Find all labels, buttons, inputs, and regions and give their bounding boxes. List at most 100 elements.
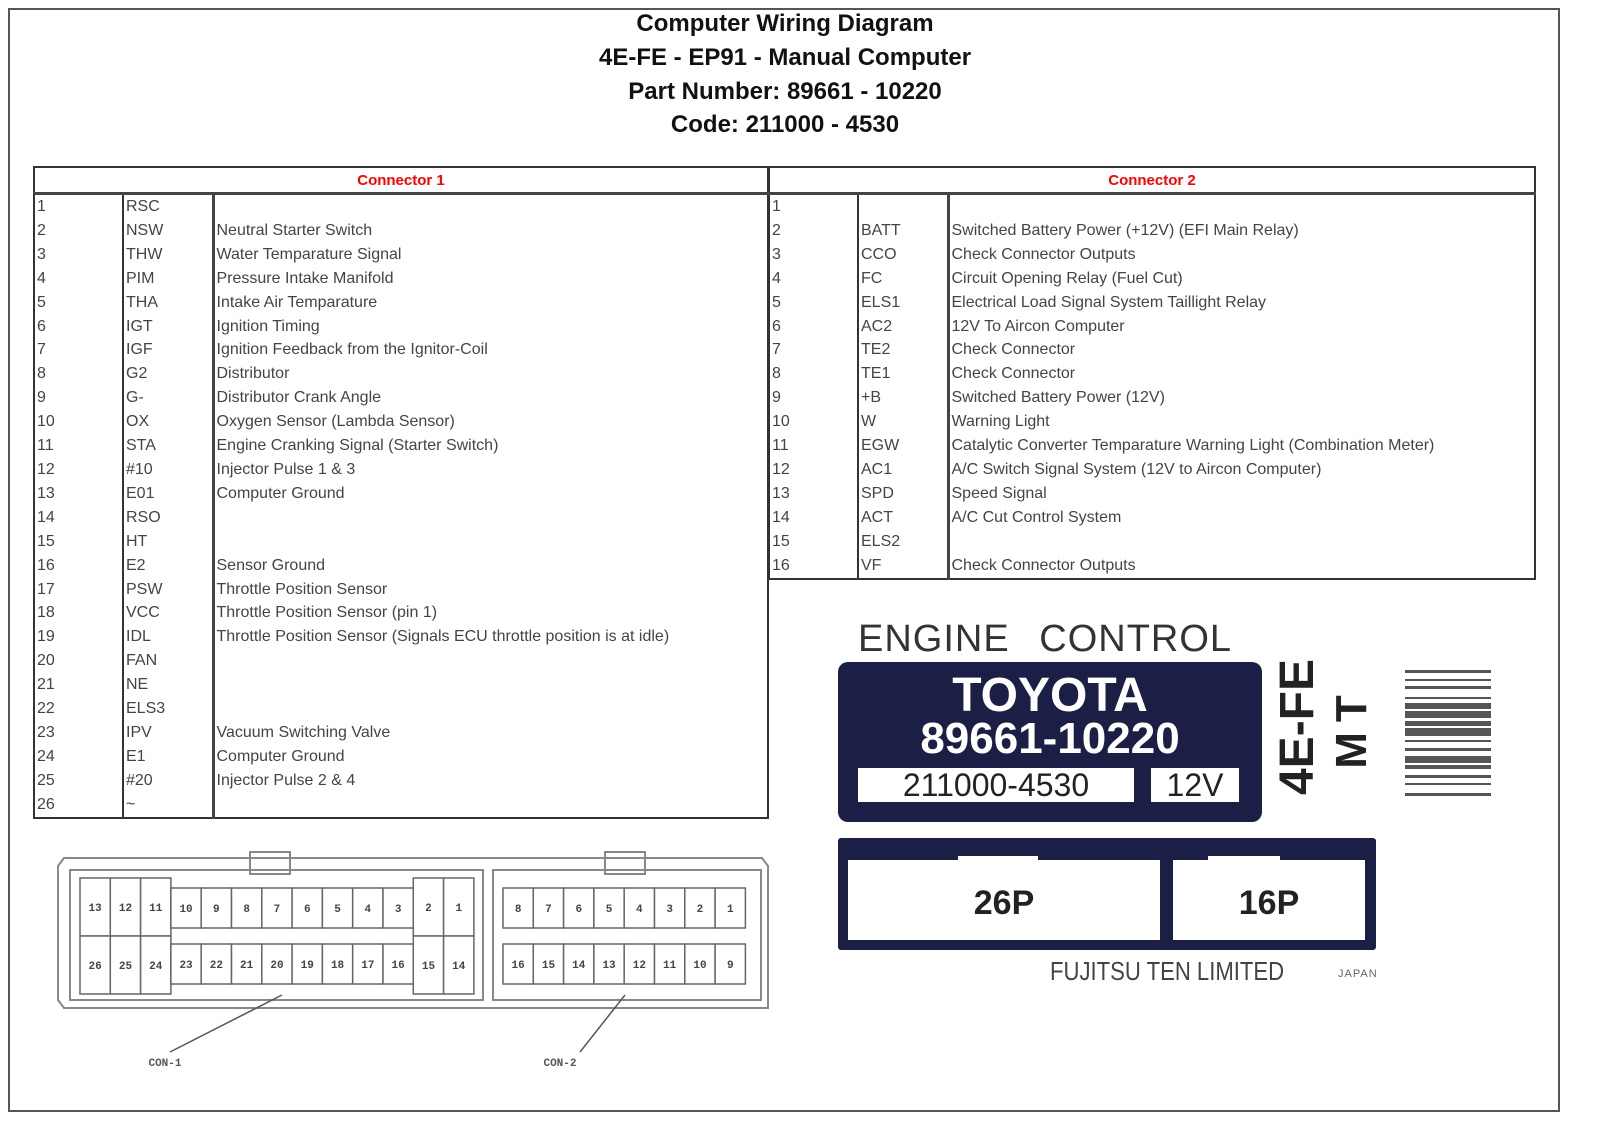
- barcode-bar: [1405, 783, 1491, 785]
- pin-cell: [714, 943, 747, 985]
- pin-number-label: 6: [575, 904, 582, 916]
- con1-pin-count: 26P: [848, 860, 1160, 940]
- pin-number: 26: [37, 795, 55, 813]
- pin-number: 7: [772, 341, 781, 359]
- pin-number: 3: [772, 245, 781, 263]
- pin-code: AC1: [857, 457, 948, 482]
- pin-number: 25: [37, 771, 55, 789]
- pin-number-label: 16: [512, 960, 525, 972]
- pin-description: Circuit Opening Relay (Fuel Cut): [946, 266, 1535, 291]
- pin-number-label: 11: [149, 903, 163, 915]
- pin-cell: [623, 887, 656, 929]
- pin-number: 10: [37, 413, 55, 431]
- pin-number-label: 2: [425, 903, 432, 915]
- brand-logo-text: TOYOTA: [952, 669, 1148, 722]
- pin-description: 12V To Aircon Computer: [946, 314, 1535, 339]
- pin-description: A/C Switch Signal System (12V to Aircon …: [946, 457, 1535, 482]
- pin-cell: [351, 887, 384, 929]
- barcode-bar: [1405, 670, 1491, 673]
- pin-number-label: 9: [727, 960, 734, 972]
- pin-cell: [139, 935, 172, 995]
- pin-number-label: 7: [274, 904, 281, 916]
- pin-description: Ignition Timing: [211, 314, 768, 339]
- pin-number: 2: [772, 221, 781, 239]
- diagram-frame: [8, 8, 1560, 1112]
- pin-cell: [412, 935, 445, 995]
- pin-code: BATT: [857, 218, 948, 243]
- barcode-bar: [1405, 673, 1491, 679]
- barcode-bar: [1405, 686, 1491, 689]
- pin-description: Throttle Position Sensor (Signals ECU th…: [211, 625, 768, 650]
- pin-code: TE2: [857, 338, 948, 363]
- barcode-bar: [1405, 703, 1491, 709]
- pin-number-label: 15: [542, 960, 556, 972]
- pin-code: E1: [122, 744, 213, 769]
- pin-code: E01: [122, 481, 213, 506]
- barcode: [1405, 670, 1491, 936]
- barcode-bar: [1405, 775, 1491, 778]
- pin-number: 18: [37, 604, 55, 622]
- pin-description: Sensor Ground: [211, 553, 768, 578]
- barcode-bar: [1405, 769, 1491, 775]
- con2-key-notch: [1208, 856, 1280, 876]
- pin-description: A/C Cut Control System: [946, 505, 1535, 530]
- connector-1-heading: Connector 1: [34, 167, 768, 195]
- pin-description: Injector Pulse 1 & 3: [211, 457, 768, 482]
- pin-number-label: 7: [545, 904, 552, 916]
- pin-cell: [79, 935, 112, 995]
- pin-number-label: 10: [179, 904, 192, 916]
- pin-number: 15: [772, 532, 790, 550]
- pin-description: Check Connector: [946, 338, 1535, 363]
- title-line-2: 4E-FE - EP91 - Manual Computer: [598, 44, 972, 71]
- pin-code: G-: [122, 386, 213, 411]
- pin-description: [211, 697, 768, 721]
- pin-code: THW: [122, 242, 213, 267]
- pin-code: [857, 193, 948, 219]
- pin-code: ACT: [857, 505, 948, 530]
- pin-number: 8: [772, 365, 781, 383]
- pin-code: FC: [857, 266, 948, 291]
- barcode-bar: [1405, 679, 1491, 681]
- pin-description: Warning Light: [946, 410, 1535, 435]
- pin-cell: [502, 887, 535, 929]
- barcode-bar: [1405, 721, 1491, 726]
- pin-number: 1: [37, 198, 46, 215]
- barcode-bar: [1405, 711, 1491, 718]
- pin-description: Injector Pulse 2 & 4: [211, 768, 768, 793]
- pin-description: Switched Battery Power (12V): [946, 386, 1535, 411]
- pin-cell: [532, 887, 565, 929]
- con1-key: [249, 851, 291, 875]
- pin-code: FAN: [122, 649, 213, 674]
- pin-cell: [593, 887, 625, 929]
- pin-number: 19: [37, 628, 55, 646]
- barcode-bar: [1405, 778, 1491, 783]
- pin-code: PSW: [122, 577, 213, 602]
- barcode-bar: [1405, 699, 1491, 703]
- pin-number: 13: [37, 484, 55, 502]
- pin-description: Vacuum Switching Valve: [211, 720, 768, 745]
- pin-description: [946, 193, 1535, 219]
- pin-row: 26~: [34, 792, 768, 818]
- engine-control-text: ENGINE CONTROL: [858, 618, 1233, 660]
- pin-number-label: 18: [331, 960, 345, 972]
- pin-number: 22: [37, 700, 55, 718]
- pin-number: 11: [37, 437, 54, 455]
- barcode-bar: [1405, 681, 1491, 686]
- connector-housing: [57, 857, 769, 1009]
- pin-number-label: 24: [149, 961, 163, 973]
